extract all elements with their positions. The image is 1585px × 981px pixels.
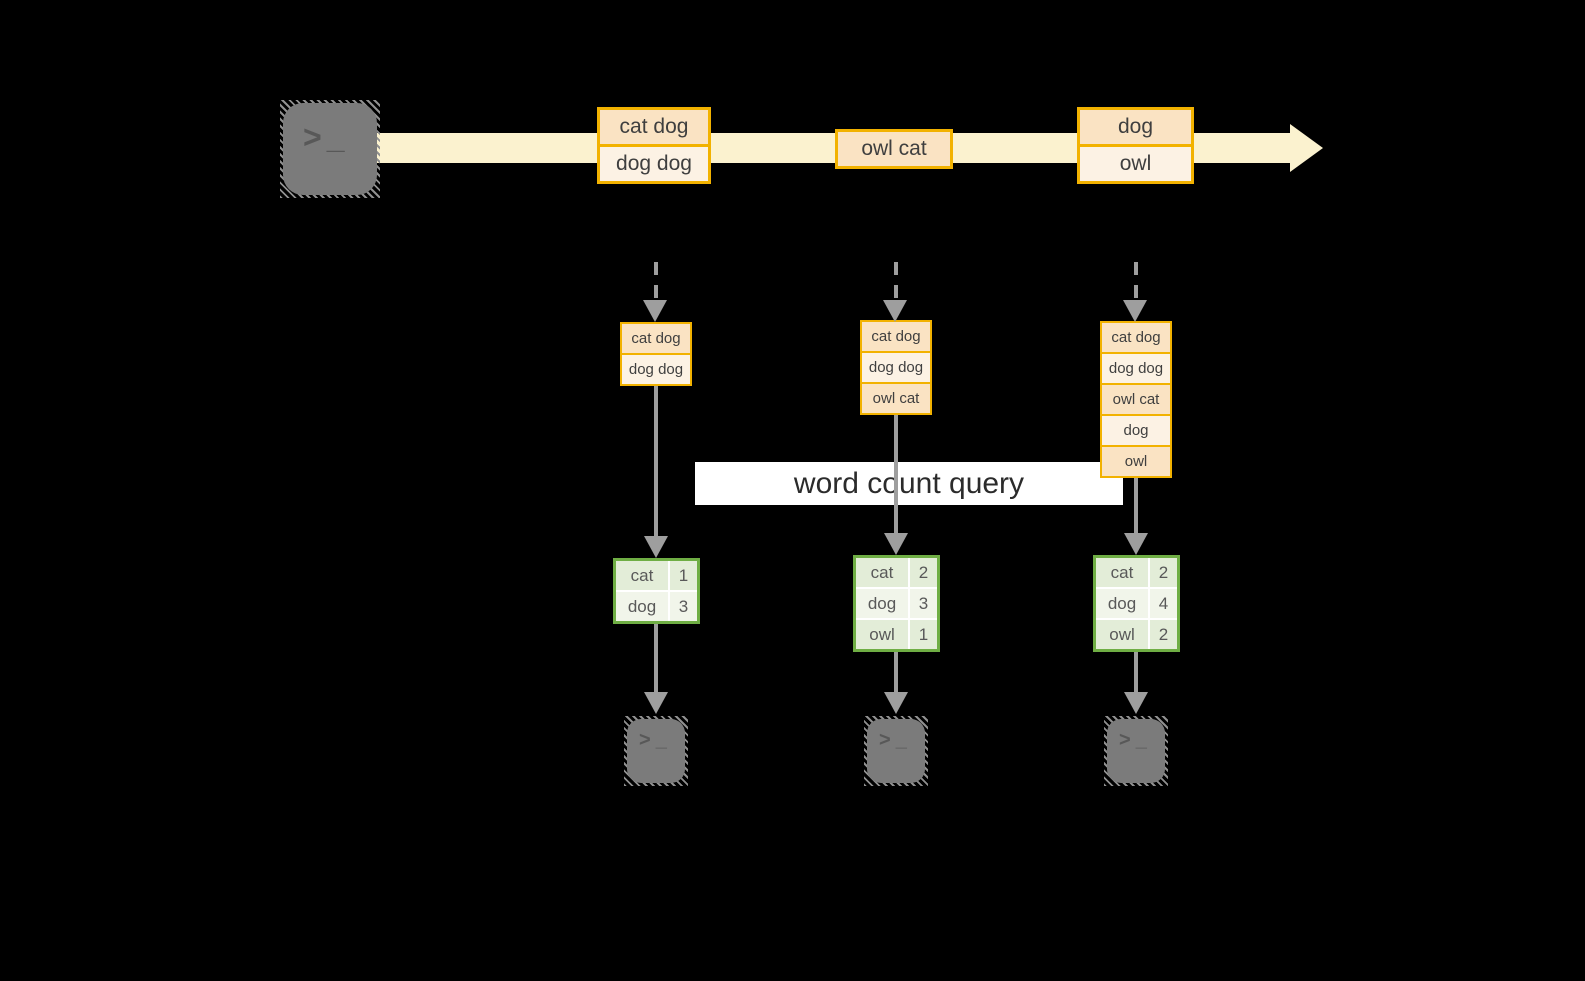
stream-event-box-1: cat dog dog dog	[597, 107, 711, 184]
query-label: word count query	[793, 466, 1025, 500]
query-arrowhead-icon	[1124, 533, 1148, 555]
buffer-record: owl cat	[862, 382, 930, 413]
query-arrow-line	[1134, 478, 1138, 533]
buffer-record: dog dog	[1102, 352, 1170, 383]
count-value-cell: 2	[1150, 620, 1177, 649]
query-arrow-line	[654, 386, 658, 536]
ingest-arrow-line	[654, 262, 658, 300]
count-value-cell: 1	[670, 561, 697, 590]
buffer-record: dog dog	[622, 353, 690, 384]
count-word-cell: owl	[1096, 620, 1148, 649]
buffer-record: owl	[1102, 445, 1170, 476]
stream-record: cat dog	[600, 110, 708, 144]
buffer-box-1: cat dog dog dog	[620, 322, 692, 386]
terminal-prompt-glyph: >_	[627, 719, 685, 783]
count-value-cell: 2	[910, 558, 937, 587]
source-terminal-icon: >_	[280, 100, 380, 198]
stream-record: owl	[1080, 144, 1191, 181]
terminal-prompt-glyph: >_	[283, 103, 377, 195]
stream-event-box-3: dog owl	[1077, 107, 1194, 184]
query-arrow-line	[894, 415, 898, 533]
prompt-chevron-icon: >	[1119, 729, 1131, 751]
output-arrow-line	[894, 652, 898, 692]
output-arrowhead-icon	[644, 692, 668, 714]
query-arrowhead-icon	[884, 533, 908, 555]
count-value-cell: 3	[910, 589, 937, 618]
buffer-box-3: cat dog dog dog owl cat dog owl	[1100, 321, 1172, 478]
buffer-record: cat dog	[1102, 323, 1170, 352]
cursor-underscore-icon: _	[895, 729, 907, 751]
ingest-arrow-line	[1134, 262, 1138, 300]
count-value-cell: 4	[1150, 589, 1177, 618]
sink-terminal-icon-3: >_	[1104, 716, 1168, 786]
cursor-underscore-icon: _	[326, 119, 345, 155]
stream-event-box-2: owl cat	[835, 129, 953, 169]
output-arrowhead-icon	[1124, 692, 1148, 714]
stream-record: dog	[1080, 110, 1191, 144]
stream-record: owl cat	[838, 132, 950, 166]
ingest-arrowhead-icon	[643, 300, 667, 322]
output-arrow-line	[1134, 652, 1138, 692]
ingest-arrowhead-icon	[1123, 300, 1147, 322]
count-word-cell: dog	[856, 589, 908, 618]
count-table-3: cat 2 dog 4 owl 2	[1093, 555, 1180, 652]
buffer-record: owl cat	[1102, 383, 1170, 414]
buffer-record: dog dog	[862, 351, 930, 382]
count-word-cell: owl	[856, 620, 908, 649]
prompt-chevron-icon: >	[303, 119, 322, 155]
buffer-record: dog	[1102, 414, 1170, 445]
cursor-underscore-icon: _	[1135, 729, 1147, 751]
sink-terminal-icon-2: >_	[864, 716, 928, 786]
count-value-cell: 2	[1150, 558, 1177, 587]
count-value-cell: 3	[670, 592, 697, 621]
output-arrow-line	[654, 624, 658, 692]
output-arrowhead-icon	[884, 692, 908, 714]
terminal-prompt-glyph: >_	[867, 719, 925, 783]
count-value-cell: 1	[910, 620, 937, 649]
query-arrowhead-icon	[644, 536, 668, 558]
count-word-cell: cat	[616, 561, 668, 590]
count-word-cell: dog	[1096, 589, 1148, 618]
prompt-chevron-icon: >	[639, 729, 651, 751]
count-word-cell: dog	[616, 592, 668, 621]
count-word-cell: cat	[856, 558, 908, 587]
terminal-prompt-glyph: >_	[1107, 719, 1165, 783]
buffer-box-2: cat dog dog dog owl cat	[860, 320, 932, 415]
query-label-band: word count query	[695, 462, 1123, 505]
cursor-underscore-icon: _	[655, 729, 667, 751]
count-table-2: cat 2 dog 3 owl 1	[853, 555, 940, 652]
buffer-record: cat dog	[622, 324, 690, 353]
sink-terminal-icon-1: >_	[624, 716, 688, 786]
buffer-record: cat dog	[862, 322, 930, 351]
ingest-arrow-line	[894, 262, 898, 300]
count-table-1: cat 1 dog 3	[613, 558, 700, 624]
stream-record: dog dog	[600, 144, 708, 181]
prompt-chevron-icon: >	[879, 729, 891, 751]
stream-arrowhead-icon	[1290, 124, 1323, 172]
ingest-arrowhead-icon	[883, 300, 907, 322]
count-word-cell: cat	[1096, 558, 1148, 587]
